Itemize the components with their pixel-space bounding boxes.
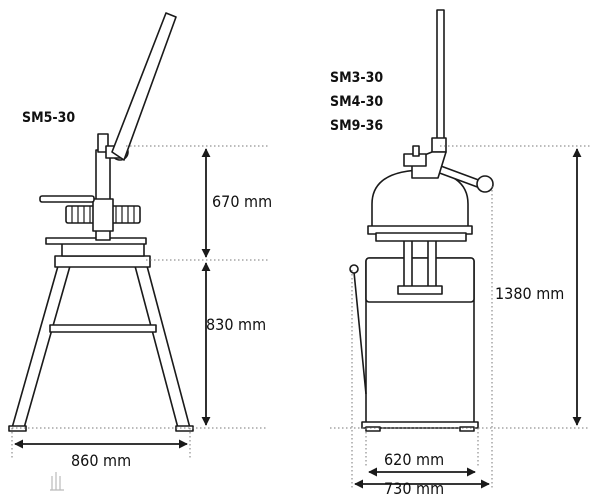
sm-series-machine-drawing [349,9,494,432]
head-frame-foot [397,285,443,295]
foot-right [459,426,475,432]
dimension-arrows [14,148,582,489]
dim-label-620: 620 mm [384,450,444,469]
stand-crossbar [49,324,157,333]
dim-label-730: 730 mm [384,479,444,496]
dim-label-860: 860 mm [71,451,131,470]
model-label-sm4-30: SM4-30 [330,94,383,110]
gear-teeth [71,206,135,223]
cabinet-top-panel [365,257,475,303]
dim-label-670: 670 mm [212,192,272,211]
sm5-30-machine-drawing [8,12,194,432]
dim-label-830: 830 mm [206,315,266,334]
lever-arm [111,12,177,161]
head-base [375,232,467,242]
gear-collar [92,198,114,232]
stand-leg-left [11,265,71,429]
column-top [97,133,109,153]
dim-label-1380: 1380 mm [495,284,564,303]
cabinet-base [361,421,479,429]
top-column [436,9,445,143]
handle-ball [476,175,494,193]
side-handle [39,195,95,203]
guide-lines [11,145,590,488]
model-label-sm5-30: SM5-30 [22,110,75,126]
top-knob [412,145,420,157]
side-lever [353,271,367,395]
stand-leg-right [134,265,191,429]
logo-mark [50,472,64,491]
column-neck [431,137,447,153]
head-plate [61,242,145,257]
foot-left [365,426,381,432]
stand-top-frame [54,255,151,268]
side-lever-knob [349,264,359,274]
model-label-sm3-30: SM3-30 [330,70,383,86]
model-label-sm9-36: SM9-36 [330,118,383,134]
